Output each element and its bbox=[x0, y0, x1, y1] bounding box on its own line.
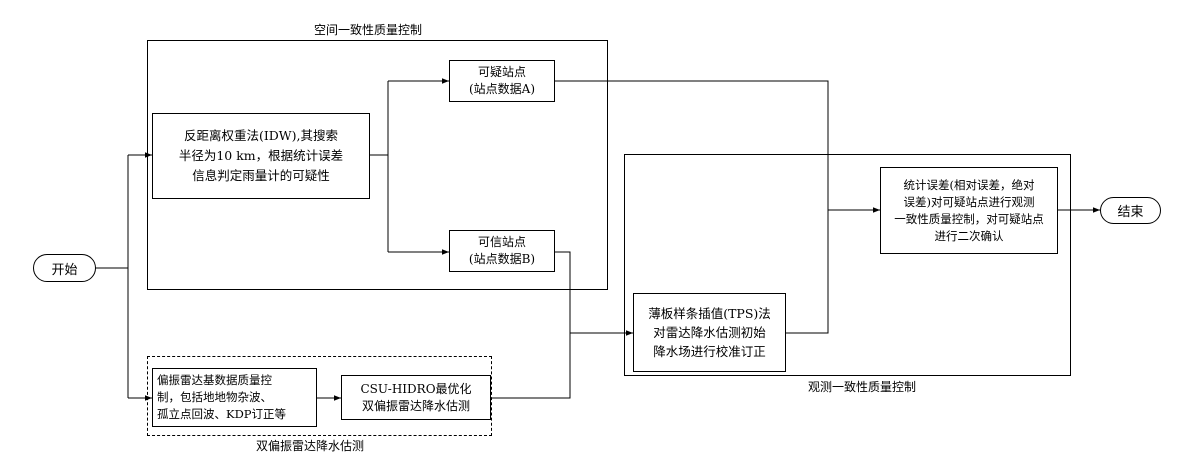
suspicious-station-box: 可疑站点 (站点数据A) bbox=[449, 60, 555, 102]
tps-text: 薄板样条插值(TPS)法 对雷达降水估测初始 降水场进行校准订正 bbox=[648, 306, 771, 359]
stats-box: 统计误差(相对误差，绝对 误差)对可疑站点进行观测 一致性质量控制，对可疑站点 … bbox=[880, 167, 1058, 254]
suspicious-station-text: 可疑站点 (站点数据A) bbox=[468, 65, 536, 96]
dual-pol-title: 双偏振雷达降水估测 bbox=[256, 439, 365, 453]
start-node: 开始 bbox=[33, 254, 96, 282]
idw-text: 反距离权重法(IDW),其搜索 半径为10 km，根据统计误差 信息判定雨量计的… bbox=[178, 128, 344, 183]
radar-qc-box: 偏振雷达基数据质量控 制，包括地地物杂波、 孤立点回波、KDP订正等 bbox=[152, 368, 317, 427]
observation-qc-title: 观测一致性质量控制 bbox=[808, 380, 917, 394]
start-label: 开始 bbox=[51, 262, 78, 278]
connector-tps-stats bbox=[786, 210, 829, 334]
connector-suspicious-stats bbox=[555, 80, 829, 210]
credible-station-text: 可信站点 (站点数据B) bbox=[468, 235, 536, 266]
observation-qc-frame bbox=[624, 154, 1071, 376]
spatial-qc-frame bbox=[147, 40, 608, 290]
csu-hidro-box: CSU-HIDRO最优化 双偏振雷达降水估测 bbox=[341, 375, 491, 420]
stats-text: 统计误差(相对误差，绝对 误差)对可疑站点进行观测 一致性质量控制，对可疑站点 … bbox=[894, 177, 1044, 243]
spatial-qc-title: 空间一致性质量控制 bbox=[314, 23, 423, 37]
end-label: 结束 bbox=[1117, 205, 1144, 220]
connector-csu-tps bbox=[491, 330, 633, 399]
dual-pol-frame bbox=[147, 356, 492, 436]
idw-box: 反距离权重法(IDW),其搜索 半径为10 km，根据统计误差 信息判定雨量计的… bbox=[152, 113, 370, 199]
end-node: 结束 bbox=[1100, 197, 1161, 224]
tps-box: 薄板样条插值(TPS)法 对雷达降水估测初始 降水场进行校准订正 bbox=[633, 293, 786, 372]
csu-hidro-text: CSU-HIDRO最优化 双偏振雷达降水估测 bbox=[360, 381, 472, 413]
connector-credible-tps bbox=[555, 251, 571, 333]
credible-station-box: 可信站点 (站点数据B) bbox=[449, 230, 555, 272]
radar-qc-text: 偏振雷达基数据质量控 制，包括地地物杂波、 孤立点回波、KDP订正等 bbox=[157, 373, 287, 421]
